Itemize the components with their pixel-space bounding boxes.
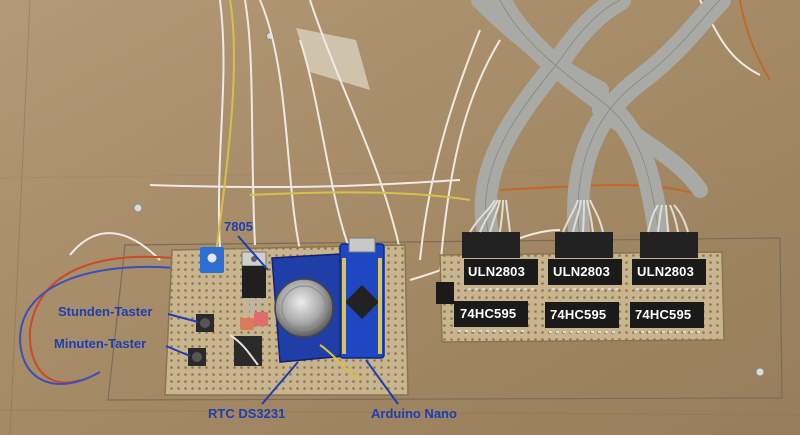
screw <box>755 367 765 377</box>
chip-row-top <box>464 259 706 285</box>
regulator-hole <box>251 256 257 262</box>
rtc-jumper-wires <box>229 334 361 381</box>
rtc-battery <box>274 278 334 338</box>
capacitor <box>240 318 254 330</box>
label-arduino-nano: Arduino Nano <box>371 406 457 421</box>
label-stunden-taster: Stunden-Taster <box>58 304 153 319</box>
arduino-mcu <box>345 285 379 319</box>
small-ic <box>436 282 454 304</box>
colored-wires <box>18 0 771 385</box>
pencil-line <box>9 0 31 435</box>
terminal-screw <box>206 252 218 264</box>
annotation-lines <box>165 235 399 405</box>
arduino-header-pins <box>342 258 382 354</box>
ribbon-connectors <box>462 232 698 258</box>
chip-row-bottom <box>454 301 704 328</box>
regulator-body <box>242 266 266 298</box>
pencil-line <box>0 167 800 179</box>
chip-uln2803-1: ULN2803 <box>468 264 526 279</box>
chip-74hc595-1: 74HC595 <box>460 306 517 321</box>
pencil-line <box>0 409 800 416</box>
arduino-usb <box>348 237 376 253</box>
hour-button-cap <box>200 318 210 328</box>
chip-74hc595-3: 74HC595 <box>635 307 692 322</box>
ribbon-stripes <box>485 0 721 241</box>
label-7805: 7805 <box>224 219 253 234</box>
capacitor <box>254 312 268 326</box>
rtc-battery-rim <box>281 285 327 331</box>
chip-uln2803-3: ULN2803 <box>637 264 695 279</box>
minute-button-cap <box>192 352 202 362</box>
connector-wire-bundles <box>469 199 689 233</box>
chip-74hc595-2: 74HC595 <box>550 307 607 322</box>
tape-strip <box>296 28 370 90</box>
screw <box>133 203 143 213</box>
label-rtc-ds3231: RTC DS3231 <box>208 406 286 421</box>
label-minuten-taster: Minuten-Taster <box>54 336 147 351</box>
chip-uln2803-2: ULN2803 <box>553 264 611 279</box>
